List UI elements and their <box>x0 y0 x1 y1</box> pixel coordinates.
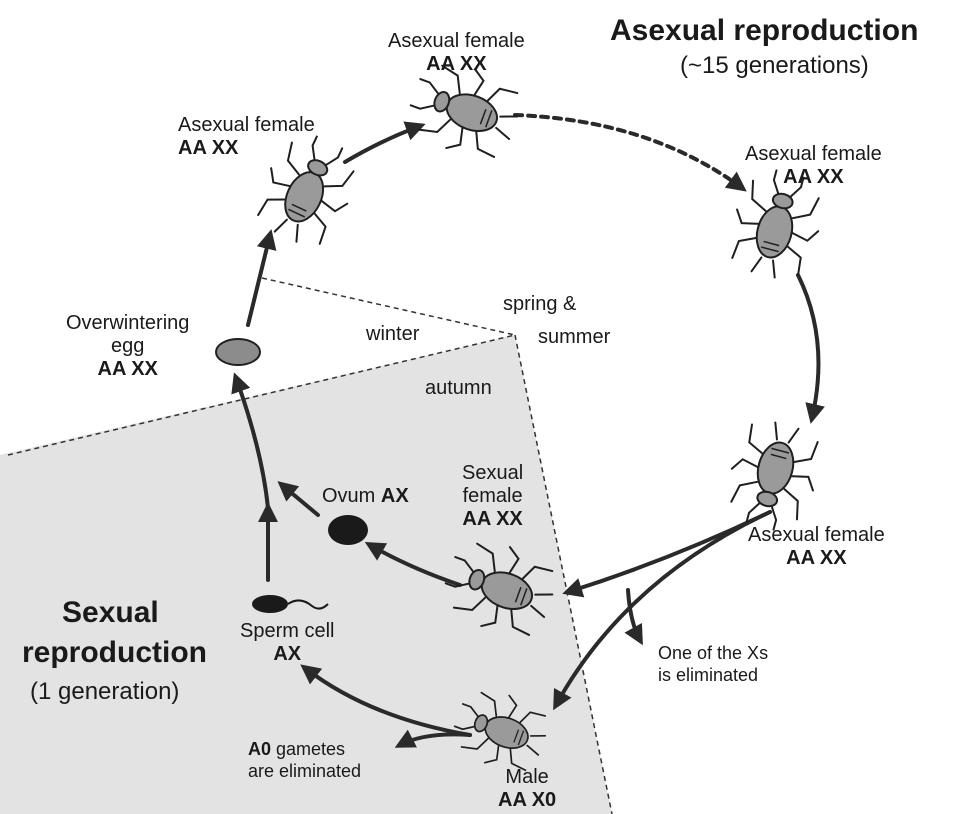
label-asexual-female-1: Asexual female AA XX <box>178 114 315 160</box>
label-egg-line2: egg <box>66 335 189 358</box>
subtitle-sexual-reproduction: (1 generation) <box>30 678 179 706</box>
genotype-asexual-female-2: AA XX <box>388 53 525 76</box>
genotype-sexual-female: AA XX <box>462 508 523 531</box>
season-autumn: autumn <box>425 376 492 400</box>
ovum-icon <box>328 515 368 545</box>
sperm-cell-icon <box>252 595 288 613</box>
label-asexual-female-2: Asexual female AA XX <box>388 30 525 76</box>
label-sexual-female: Sexual female AA XX <box>462 462 523 531</box>
arrow-asexual1-to-asexual2 <box>345 126 420 162</box>
label-asexual-female-4-text: Asexual female <box>748 524 885 546</box>
arrow-asexual3-to-asexual4 <box>798 275 818 418</box>
label-asexual-female-3: Asexual female AA XX <box>745 143 882 189</box>
label-egg-line1: Overwintering <box>66 312 189 335</box>
arrow-egg-to-asexual1 <box>248 235 270 325</box>
note-a0-line1-rest: gametes <box>271 739 345 759</box>
genotype-male: AA X0 <box>498 789 556 812</box>
label-ovum: Ovum AX <box>322 485 409 508</box>
label-asexual-female-2-text: Asexual female <box>388 30 525 52</box>
title-asexual-reproduction: Asexual reproduction <box>610 14 918 48</box>
season-winter: winter <box>366 322 419 346</box>
label-male-text: Male <box>498 766 556 789</box>
note-x-elimination-line2: is eliminated <box>658 664 768 686</box>
aphid-asexual-female-4-icon <box>719 415 827 537</box>
label-sexual-female-line1: Sexual <box>462 462 523 485</box>
label-asexual-female-1-text: Asexual female <box>178 114 315 136</box>
arrow-asexual4-to-sexual-female <box>568 512 770 592</box>
label-sperm-cell: Sperm cell AX <box>240 620 334 666</box>
title-sexual-reproduction-line1: Sexual <box>62 596 159 630</box>
label-male: Male AA X0 <box>498 766 556 812</box>
note-x-elimination-line1: One of the Xs <box>658 642 768 664</box>
genotype-asexual-female-3: AA XX <box>745 166 882 189</box>
note-a0-elimination: A0 gametes are eliminated <box>248 738 361 782</box>
genotype-sperm-cell: AX <box>240 643 334 666</box>
label-asexual-female-4: Asexual female AA XX <box>748 524 885 570</box>
season-spring-line1: spring & <box>503 292 576 316</box>
genotype-egg: AA XX <box>66 358 189 381</box>
title-sexual-reproduction-line2: reproduction <box>22 636 207 670</box>
note-x-elimination: One of the Xs is eliminated <box>658 642 768 686</box>
note-a0-line2: are eliminated <box>248 760 361 782</box>
genotype-asexual-female-1: AA XX <box>178 137 315 160</box>
label-asexual-female-3-text: Asexual female <box>745 143 882 165</box>
label-overwintering-egg: Overwintering egg AA XX <box>66 312 189 381</box>
genotype-asexual-female-4: AA XX <box>748 547 885 570</box>
genotype-ovum: AX <box>381 485 409 507</box>
overwintering-egg-icon <box>216 339 260 365</box>
subtitle-asexual-reproduction: (~15 generations) <box>680 52 869 80</box>
season-summer-line2: summer <box>538 325 610 349</box>
label-ovum-text: Ovum <box>322 485 375 507</box>
note-a0-prefix: A0 <box>248 739 271 759</box>
label-sexual-female-line2: female <box>462 485 523 508</box>
arrow-asexual2-to-asexual3-dotted <box>515 115 742 188</box>
label-sperm-cell-text: Sperm cell <box>240 620 334 643</box>
